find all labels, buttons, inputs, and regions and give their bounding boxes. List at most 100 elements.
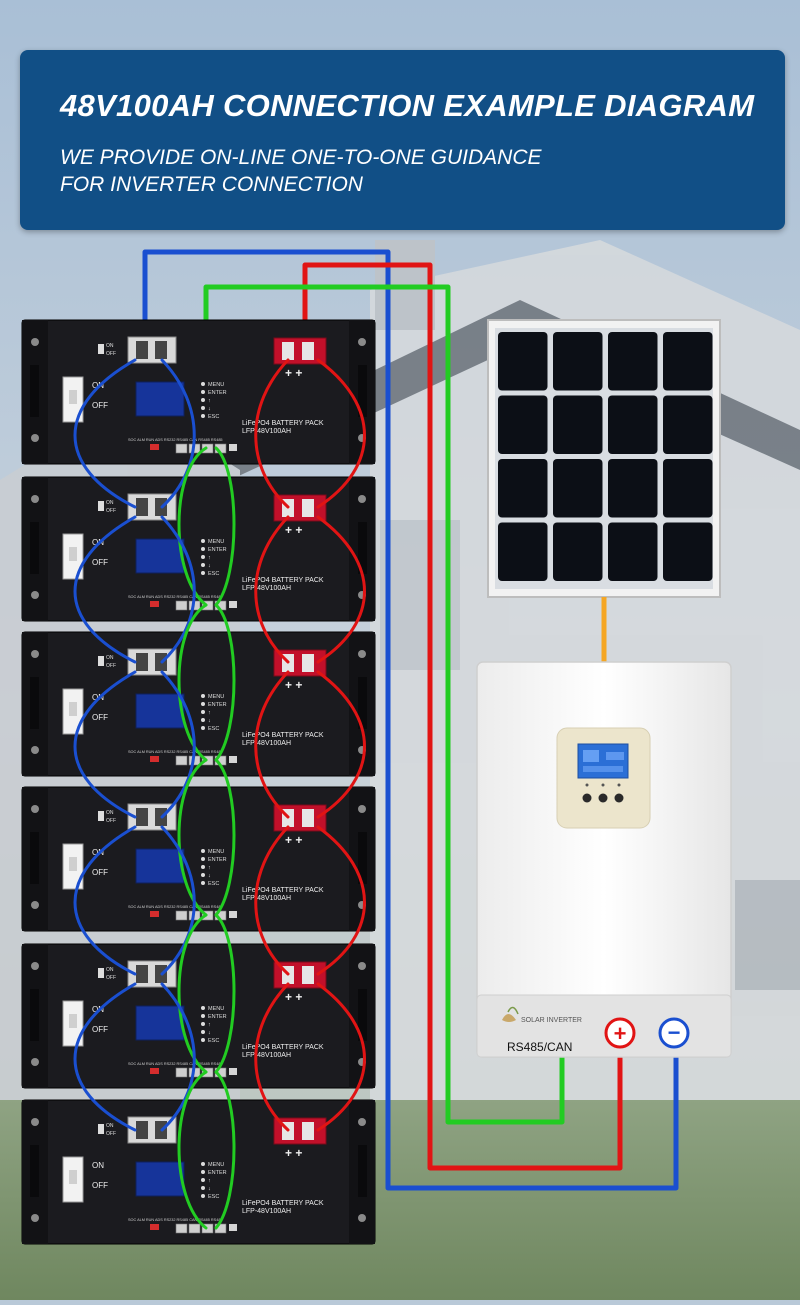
rj45-port[interactable] bbox=[201, 910, 214, 921]
menu-button[interactable] bbox=[201, 1022, 205, 1026]
inverter-button-3[interactable] bbox=[614, 793, 624, 803]
mount-screw bbox=[31, 962, 39, 970]
comm-port[interactable] bbox=[229, 1068, 237, 1075]
menu-button[interactable] bbox=[201, 881, 205, 885]
menu-button[interactable] bbox=[201, 702, 205, 706]
menu-label: ↓ bbox=[208, 1030, 211, 1036]
rj45-port[interactable] bbox=[188, 1223, 201, 1234]
positive-chain-wire bbox=[254, 515, 290, 664]
menu-button[interactable] bbox=[201, 1162, 205, 1166]
rj45-port[interactable] bbox=[175, 443, 188, 454]
rj45-port[interactable] bbox=[175, 755, 188, 766]
menu-button[interactable] bbox=[201, 710, 205, 714]
rj45-port[interactable] bbox=[201, 1067, 214, 1078]
menu-label: ENTER bbox=[208, 857, 227, 863]
menu-button[interactable] bbox=[201, 1030, 205, 1034]
menu-button[interactable] bbox=[201, 390, 205, 394]
rj45-port[interactable] bbox=[175, 1067, 188, 1078]
handle-slot bbox=[358, 365, 367, 417]
power-switch[interactable] bbox=[98, 344, 104, 354]
switch-on-label: ON bbox=[106, 655, 114, 661]
rj45-port[interactable] bbox=[175, 910, 188, 921]
inverter-button-2[interactable] bbox=[598, 793, 608, 803]
power-switch[interactable] bbox=[98, 1124, 104, 1134]
rj45-port[interactable] bbox=[201, 755, 214, 766]
menu-button[interactable] bbox=[201, 694, 205, 698]
menu-button[interactable] bbox=[201, 398, 205, 402]
positive-lug bbox=[282, 342, 294, 360]
rj45-port[interactable] bbox=[175, 600, 188, 611]
menu-button[interactable] bbox=[201, 539, 205, 543]
dip-switch[interactable] bbox=[150, 1068, 159, 1074]
power-switch[interactable] bbox=[98, 811, 104, 821]
menu-button[interactable] bbox=[201, 857, 205, 861]
handle-slot bbox=[358, 522, 367, 574]
dip-switch[interactable] bbox=[150, 756, 159, 762]
rj45-port[interactable] bbox=[201, 1223, 214, 1234]
breaker-on-label: ON bbox=[92, 1161, 104, 1170]
chain-wires bbox=[73, 358, 366, 1230]
positive-chain-wire bbox=[254, 825, 290, 976]
menu-button[interactable] bbox=[201, 414, 205, 418]
positive-plus-label: + + bbox=[285, 366, 302, 380]
mount-screw bbox=[358, 962, 366, 970]
dip-switch[interactable] bbox=[150, 1224, 159, 1230]
breaker-toggle[interactable] bbox=[69, 547, 77, 561]
menu-button[interactable] bbox=[201, 1194, 205, 1198]
breaker-toggle[interactable] bbox=[69, 1170, 77, 1184]
menu-label: ↑ bbox=[208, 1178, 211, 1184]
solar-panel bbox=[487, 319, 721, 598]
port-labels: SOC ALM RUN ADS RS232 RS485 CAN RS485 RS… bbox=[128, 905, 223, 909]
dip-switch[interactable] bbox=[150, 911, 159, 917]
breaker-toggle[interactable] bbox=[69, 702, 77, 716]
solar-cell bbox=[553, 395, 603, 454]
menu-button[interactable] bbox=[201, 1038, 205, 1042]
battery-lcd bbox=[135, 538, 185, 574]
menu-button[interactable] bbox=[201, 382, 205, 386]
comm-port[interactable] bbox=[229, 444, 237, 451]
pack-name: LiFePO4 BATTERY PACK bbox=[242, 420, 324, 427]
comm-port[interactable] bbox=[229, 911, 237, 918]
positive-chain-wire bbox=[254, 670, 290, 819]
breaker-toggle[interactable] bbox=[69, 857, 77, 871]
menu-button[interactable] bbox=[201, 865, 205, 869]
power-switch[interactable] bbox=[98, 968, 104, 978]
breaker-toggle[interactable] bbox=[69, 1014, 77, 1028]
menu-button[interactable] bbox=[201, 555, 205, 559]
menu-button[interactable] bbox=[201, 726, 205, 730]
menu-button[interactable] bbox=[201, 873, 205, 877]
menu-button[interactable] bbox=[201, 1014, 205, 1018]
menu-button[interactable] bbox=[201, 1006, 205, 1010]
menu-button[interactable] bbox=[201, 563, 205, 567]
menu-label: ↑ bbox=[208, 865, 211, 871]
inverter-control-panel[interactable] bbox=[556, 727, 651, 829]
dip-switch[interactable] bbox=[150, 601, 159, 607]
rj45-port[interactable] bbox=[175, 1223, 188, 1234]
mount-screw bbox=[358, 805, 366, 813]
port-labels: SOC ALM RUN ADS RS232 RS485 CAN RS485 RS… bbox=[128, 750, 223, 754]
menu-button[interactable] bbox=[201, 718, 205, 722]
mount-screw bbox=[358, 338, 366, 346]
rj45-port[interactable] bbox=[201, 600, 214, 611]
menu-button[interactable] bbox=[201, 1186, 205, 1190]
dip-switch[interactable] bbox=[150, 444, 159, 450]
comm-port[interactable] bbox=[229, 756, 237, 763]
inverter-button-1[interactable] bbox=[582, 793, 592, 803]
power-switch[interactable] bbox=[98, 656, 104, 666]
menu-button[interactable] bbox=[201, 1170, 205, 1174]
comm-port[interactable] bbox=[229, 601, 237, 608]
menu-button[interactable] bbox=[201, 406, 205, 410]
menu-button[interactable] bbox=[201, 849, 205, 853]
negative-chain-wire bbox=[73, 825, 137, 976]
negative-lug bbox=[136, 341, 148, 359]
pack-name: LiFePO4 BATTERY PACK bbox=[242, 732, 324, 739]
positive-chain-wire bbox=[316, 670, 366, 819]
menu-button[interactable] bbox=[201, 1178, 205, 1182]
breaker-toggle[interactable] bbox=[69, 390, 77, 404]
menu-button[interactable] bbox=[201, 547, 205, 551]
power-switch[interactable] bbox=[98, 501, 104, 511]
negative-chain-wire bbox=[73, 515, 137, 664]
comm-port[interactable] bbox=[229, 1224, 237, 1231]
menu-button[interactable] bbox=[201, 571, 205, 575]
rj45-port[interactable] bbox=[201, 443, 214, 454]
